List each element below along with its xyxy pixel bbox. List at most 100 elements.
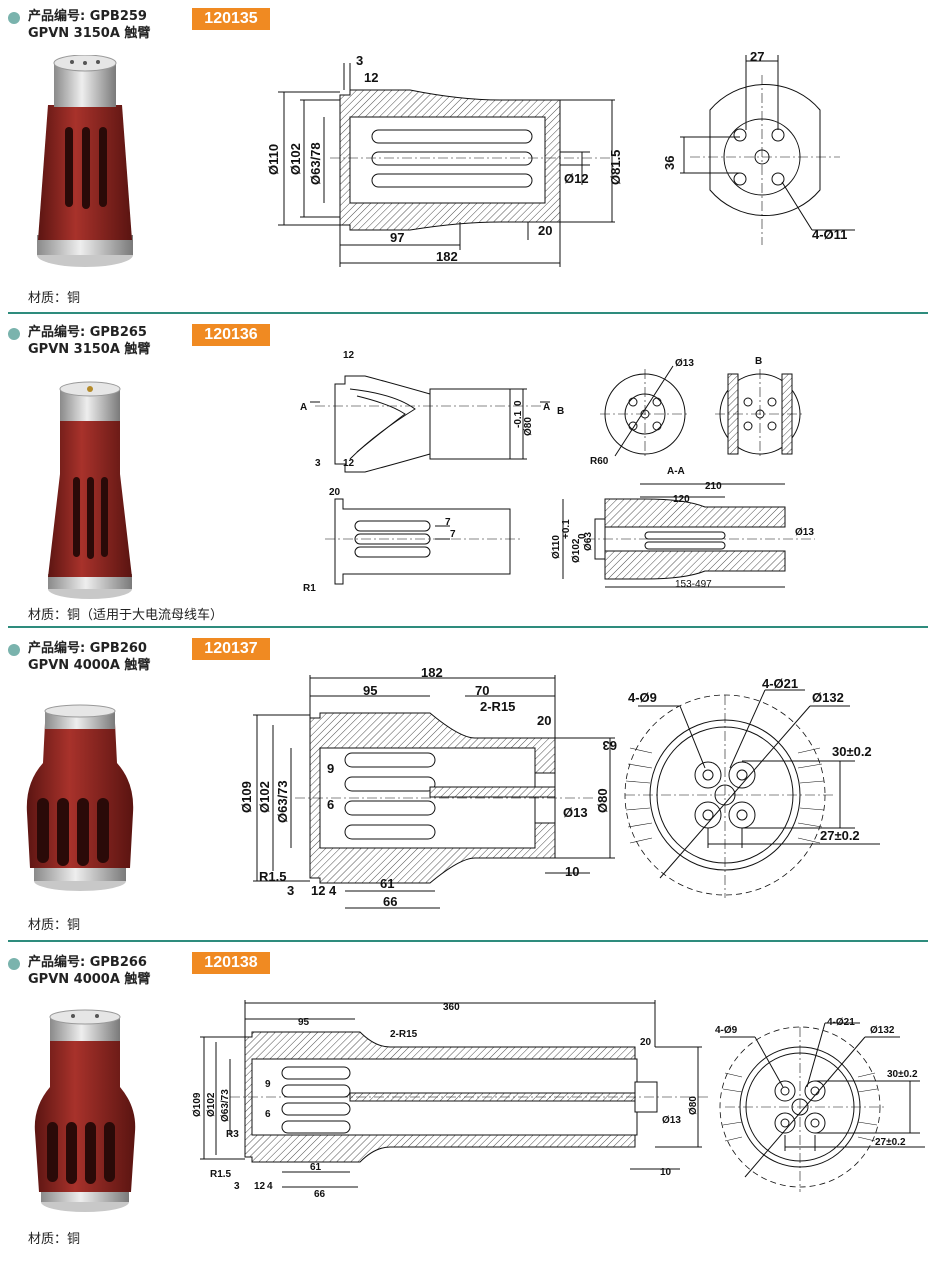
product-section-4: 产品编号: GPB266 GPVN 4000A 触臂 120138 材质：铜 bbox=[0, 942, 949, 1262]
dim-label: Ø80 bbox=[688, 1096, 699, 1115]
dim-label: Ø81.5 bbox=[608, 150, 623, 185]
dim-label: R1.5 bbox=[210, 1169, 232, 1180]
product-name: GPVN 4000A 触臂 bbox=[28, 658, 151, 673]
product-number: 产品编号: GPB266 bbox=[28, 955, 147, 970]
dim-label: 0 bbox=[513, 400, 524, 406]
technical-drawing-end: 4-Ø9 4-Ø21 Ø132 30±0.2 27±0.2 bbox=[715, 1017, 925, 1192]
dim-label: A-A bbox=[667, 466, 685, 477]
product-code-badge: 120136 bbox=[192, 324, 270, 346]
dim-label: 7 bbox=[450, 529, 456, 540]
dim-label: 4-Ø21 bbox=[762, 678, 798, 691]
dim-label: 27±0.2 bbox=[875, 1137, 906, 1148]
dim-label: 27±0.2 bbox=[820, 828, 860, 843]
product-code-badge: 120138 bbox=[192, 952, 270, 974]
section-divider bbox=[8, 940, 928, 942]
dim-label: 20 bbox=[538, 223, 552, 238]
product-section-2: 产品编号: GPB265 GPVN 3150A 触臂 120136 材质：铜（适… bbox=[0, 314, 949, 626]
dim-label: 4-Ø11 bbox=[812, 227, 847, 242]
dim-label: Ø63/78 bbox=[308, 142, 323, 185]
dim-label: 2-R15 bbox=[390, 1029, 418, 1040]
dim-label: 3 bbox=[287, 883, 294, 898]
product-title: 产品编号: GPB265 GPVN 3150A 触臂 bbox=[28, 324, 150, 358]
dim-label: 12 bbox=[343, 350, 355, 361]
dim-label: 36 bbox=[662, 156, 677, 170]
dim-label: 27 bbox=[750, 49, 764, 64]
dim-label: 12 bbox=[311, 883, 325, 898]
dim-label: 182 bbox=[436, 249, 458, 264]
dim-label: Ø102 bbox=[288, 143, 303, 175]
dim-label: R3 bbox=[226, 1129, 239, 1140]
technical-drawing-sections: Ø13 B R60 A-A bbox=[590, 356, 805, 477]
dim-label: A bbox=[543, 402, 550, 413]
bullet-icon bbox=[8, 328, 20, 340]
dim-label: Ø109 bbox=[192, 1092, 203, 1117]
dim-label: 4-Ø21 bbox=[827, 1017, 855, 1028]
product-title: 产品编号: GPB260 GPVN 4000A 触臂 bbox=[28, 640, 150, 674]
dim-label: 3 bbox=[356, 53, 363, 68]
dim-label: 6 bbox=[265, 1109, 271, 1120]
product-title: 产品编号: GPB259 GPVN 3150A 触臂 bbox=[28, 8, 150, 42]
dim-label: Ø80 bbox=[523, 417, 534, 436]
dim-label: 7 bbox=[445, 517, 451, 528]
dim-label: 20 bbox=[329, 487, 341, 498]
dim-label: 66 bbox=[314, 1189, 326, 1197]
dim-label: Ø12 bbox=[564, 171, 589, 186]
technical-drawing-side: 182 95 70 2-R15 20 Ø109 Ø102 Ø63/73 9 6 … bbox=[239, 665, 617, 909]
dim-label: Ø132 bbox=[812, 690, 844, 705]
dim-label: 61 bbox=[380, 876, 394, 891]
dim-label: Ø13 bbox=[563, 805, 588, 820]
dim-label: 20 bbox=[537, 713, 551, 728]
section-divider bbox=[8, 626, 928, 628]
technical-drawing-end: 27 36 4-Ø11 bbox=[662, 49, 855, 245]
dim-label: 66 bbox=[383, 894, 397, 909]
dim-label: 3 bbox=[315, 458, 321, 469]
dim-label: 4-Ø9 bbox=[628, 690, 657, 705]
dim-label: 10 bbox=[660, 1167, 672, 1178]
dim-label: R60 bbox=[590, 456, 609, 467]
material-label: 材质：铜 bbox=[28, 291, 81, 306]
dim-label: 12 bbox=[254, 1181, 266, 1192]
dim-label: R1 bbox=[303, 583, 316, 594]
dim-label: Ø63/73 bbox=[220, 1089, 231, 1122]
product-code-badge: 120137 bbox=[192, 638, 270, 660]
material-label: 材质：铜 bbox=[28, 918, 81, 933]
dim-label: 20 bbox=[640, 1037, 652, 1048]
section-divider bbox=[8, 312, 928, 314]
product-photo bbox=[26, 704, 134, 891]
dim-label: B bbox=[557, 406, 564, 417]
dim-label: Ø102 bbox=[206, 1092, 217, 1117]
product-photo bbox=[48, 381, 132, 599]
dim-label: 95 bbox=[363, 683, 377, 698]
product-number: 产品编号: GPB259 bbox=[28, 9, 147, 24]
product-number: 产品编号: GPB265 bbox=[28, 325, 147, 340]
technical-drawing-side: 3 12 Ø110 Ø102 Ø63/78 Ø12 Ø81.5 20 97 18… bbox=[266, 53, 623, 267]
technical-drawing-end: 4-Ø9 4-Ø21 Ø132 30±0.2 27±0.2 bbox=[624, 678, 880, 898]
dim-label: 182 bbox=[421, 665, 443, 680]
dim-label: 4-Ø9 bbox=[715, 1025, 738, 1036]
dim-label: 210 bbox=[705, 481, 722, 492]
technical-drawing-side-a: 12 A A B 3 12 Ø80 0 -0.1 bbox=[300, 350, 564, 473]
dim-label: Ø110 bbox=[551, 535, 562, 559]
dim-label: 63 bbox=[603, 738, 617, 753]
product-code-badge: 120135 bbox=[192, 8, 270, 30]
dim-label: Ø110 bbox=[266, 144, 281, 175]
bullet-icon bbox=[8, 958, 20, 970]
dim-label: 97 bbox=[390, 230, 404, 245]
product-section-3: 产品编号: GPB260 GPVN 4000A 触臂 120137 材质：铜 bbox=[0, 628, 949, 940]
product-number: 产品编号: GPB260 bbox=[28, 641, 147, 656]
material-label: 材质：铜 bbox=[28, 1232, 81, 1247]
dim-label: 4 bbox=[267, 1181, 273, 1192]
dim-label: Ø132 bbox=[870, 1025, 895, 1036]
dim-label: 30±0.2 bbox=[887, 1069, 918, 1080]
product-section-1: 产品编号: GPB259 GPVN 3150A 触臂 120135 材质：铜 bbox=[0, 0, 949, 312]
dim-label: +0.1 bbox=[561, 519, 572, 539]
dim-label: 3 bbox=[234, 1181, 240, 1192]
dim-label: 9 bbox=[265, 1079, 271, 1090]
dim-label: Ø63/73 bbox=[275, 780, 290, 823]
product-name: GPVN 4000A 触臂 bbox=[28, 972, 151, 987]
technical-drawing-side-b: 20 7 7 R1 bbox=[303, 487, 520, 594]
dim-label: 95 bbox=[298, 1017, 310, 1028]
dim-label: Ø102 bbox=[257, 781, 272, 813]
dim-label: Ø109 bbox=[239, 781, 254, 813]
product-name: GPVN 3150A 触臂 bbox=[28, 26, 151, 41]
